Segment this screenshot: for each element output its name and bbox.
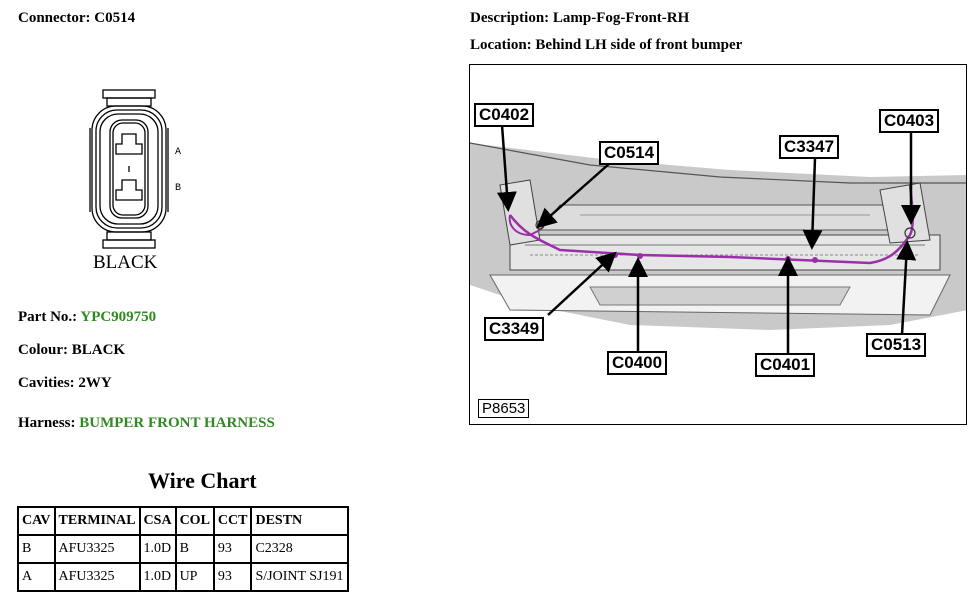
callout-c3347: C3347 [779,135,840,159]
wire-chart-title: Wire Chart [148,468,257,493]
harness-label: Harness: [18,415,76,431]
cell-terminal: AFU3325 [53,534,141,564]
cavities-value: 2WY [78,375,112,391]
table-row: B AFU3325 1.0D B 93 C2328 [17,534,349,564]
pin-a-label: A [175,147,181,158]
cell-cav: A [17,562,56,592]
harness: Harness: BUMPER FRONT HARNESS [18,415,275,432]
header-cct: CCT [212,506,253,536]
cell-destn[interactable]: S/JOINT SJ191 [250,562,349,592]
callout-c0513: C0513 [866,333,927,357]
cell-csa: 1.0D [138,562,177,592]
header-cav: CAV [17,506,56,536]
colour-value: BLACK [71,342,126,358]
harness-link[interactable]: BUMPER FRONT HARNESS [79,415,275,431]
description-label: Description: [470,10,550,26]
callout-arrows [496,124,921,355]
description: Description: Lamp-Fog-Front-RH [470,10,689,27]
cell-terminal: AFU3325 [53,562,141,592]
connector-face-diagram: A B BLACK [88,88,198,273]
bumper-drawing [470,124,966,355]
location: Location: Behind LH side of front bumper [470,37,742,54]
part-number-label: Part No.: [18,309,78,325]
cell-col: UP [174,562,215,592]
part-number-link[interactable]: YPC909750 [80,309,157,325]
table-header-row: CAV TERMINAL CSA COL CCT DESTN [17,506,349,536]
connector-title: Connector: C0514 [18,10,135,27]
callout-c0400: C0400 [607,351,668,375]
header-terminal: TERMINAL [53,506,141,536]
callout-c0403: C0403 [879,109,940,133]
cell-cav: B [17,534,56,564]
connector-face-drawing: A B BLACK [89,89,181,273]
image-reference: P8653 [478,399,530,418]
header-col: COL [174,506,215,536]
cell-cct: 93 [212,562,253,592]
colour: Colour: BLACK [18,342,125,359]
cavities: Cavities: 2WY [18,375,112,392]
connector-colour-label: BLACK [93,252,158,273]
pin-b-label: B [175,183,181,194]
location-illustration: C0402 C0514 C3347 C0403 C3349 C0400 C040… [469,64,967,425]
cell-csa: 1.0D [138,534,177,564]
header-destn: DESTN [250,506,349,536]
callout-c0514: C0514 [599,141,660,165]
location-value: Behind LH side of front bumper [535,37,743,53]
description-value: Lamp-Fog-Front-RH [552,10,690,26]
cell-cct: 93 [212,534,253,564]
callout-c3349: C3349 [484,317,545,341]
callout-c0402: C0402 [474,103,535,127]
header-csa: CSA [138,506,177,536]
callout-c0401: C0401 [755,353,816,377]
connector-label: Connector: [18,10,91,26]
connector-id: C0514 [94,10,136,26]
part-number: Part No.: YPC909750 [18,309,156,326]
colour-label: Colour: [18,342,68,358]
wire-chart-table: CAV TERMINAL CSA COL CCT DESTN B AFU3325… [17,506,349,592]
table-row: A AFU3325 1.0D UP 93 S/JOINT SJ191 [17,562,349,592]
cavities-label: Cavities: [18,375,75,391]
cell-col: B [174,534,215,564]
location-label: Location: [470,37,532,53]
cell-destn[interactable]: C2328 [250,534,349,564]
